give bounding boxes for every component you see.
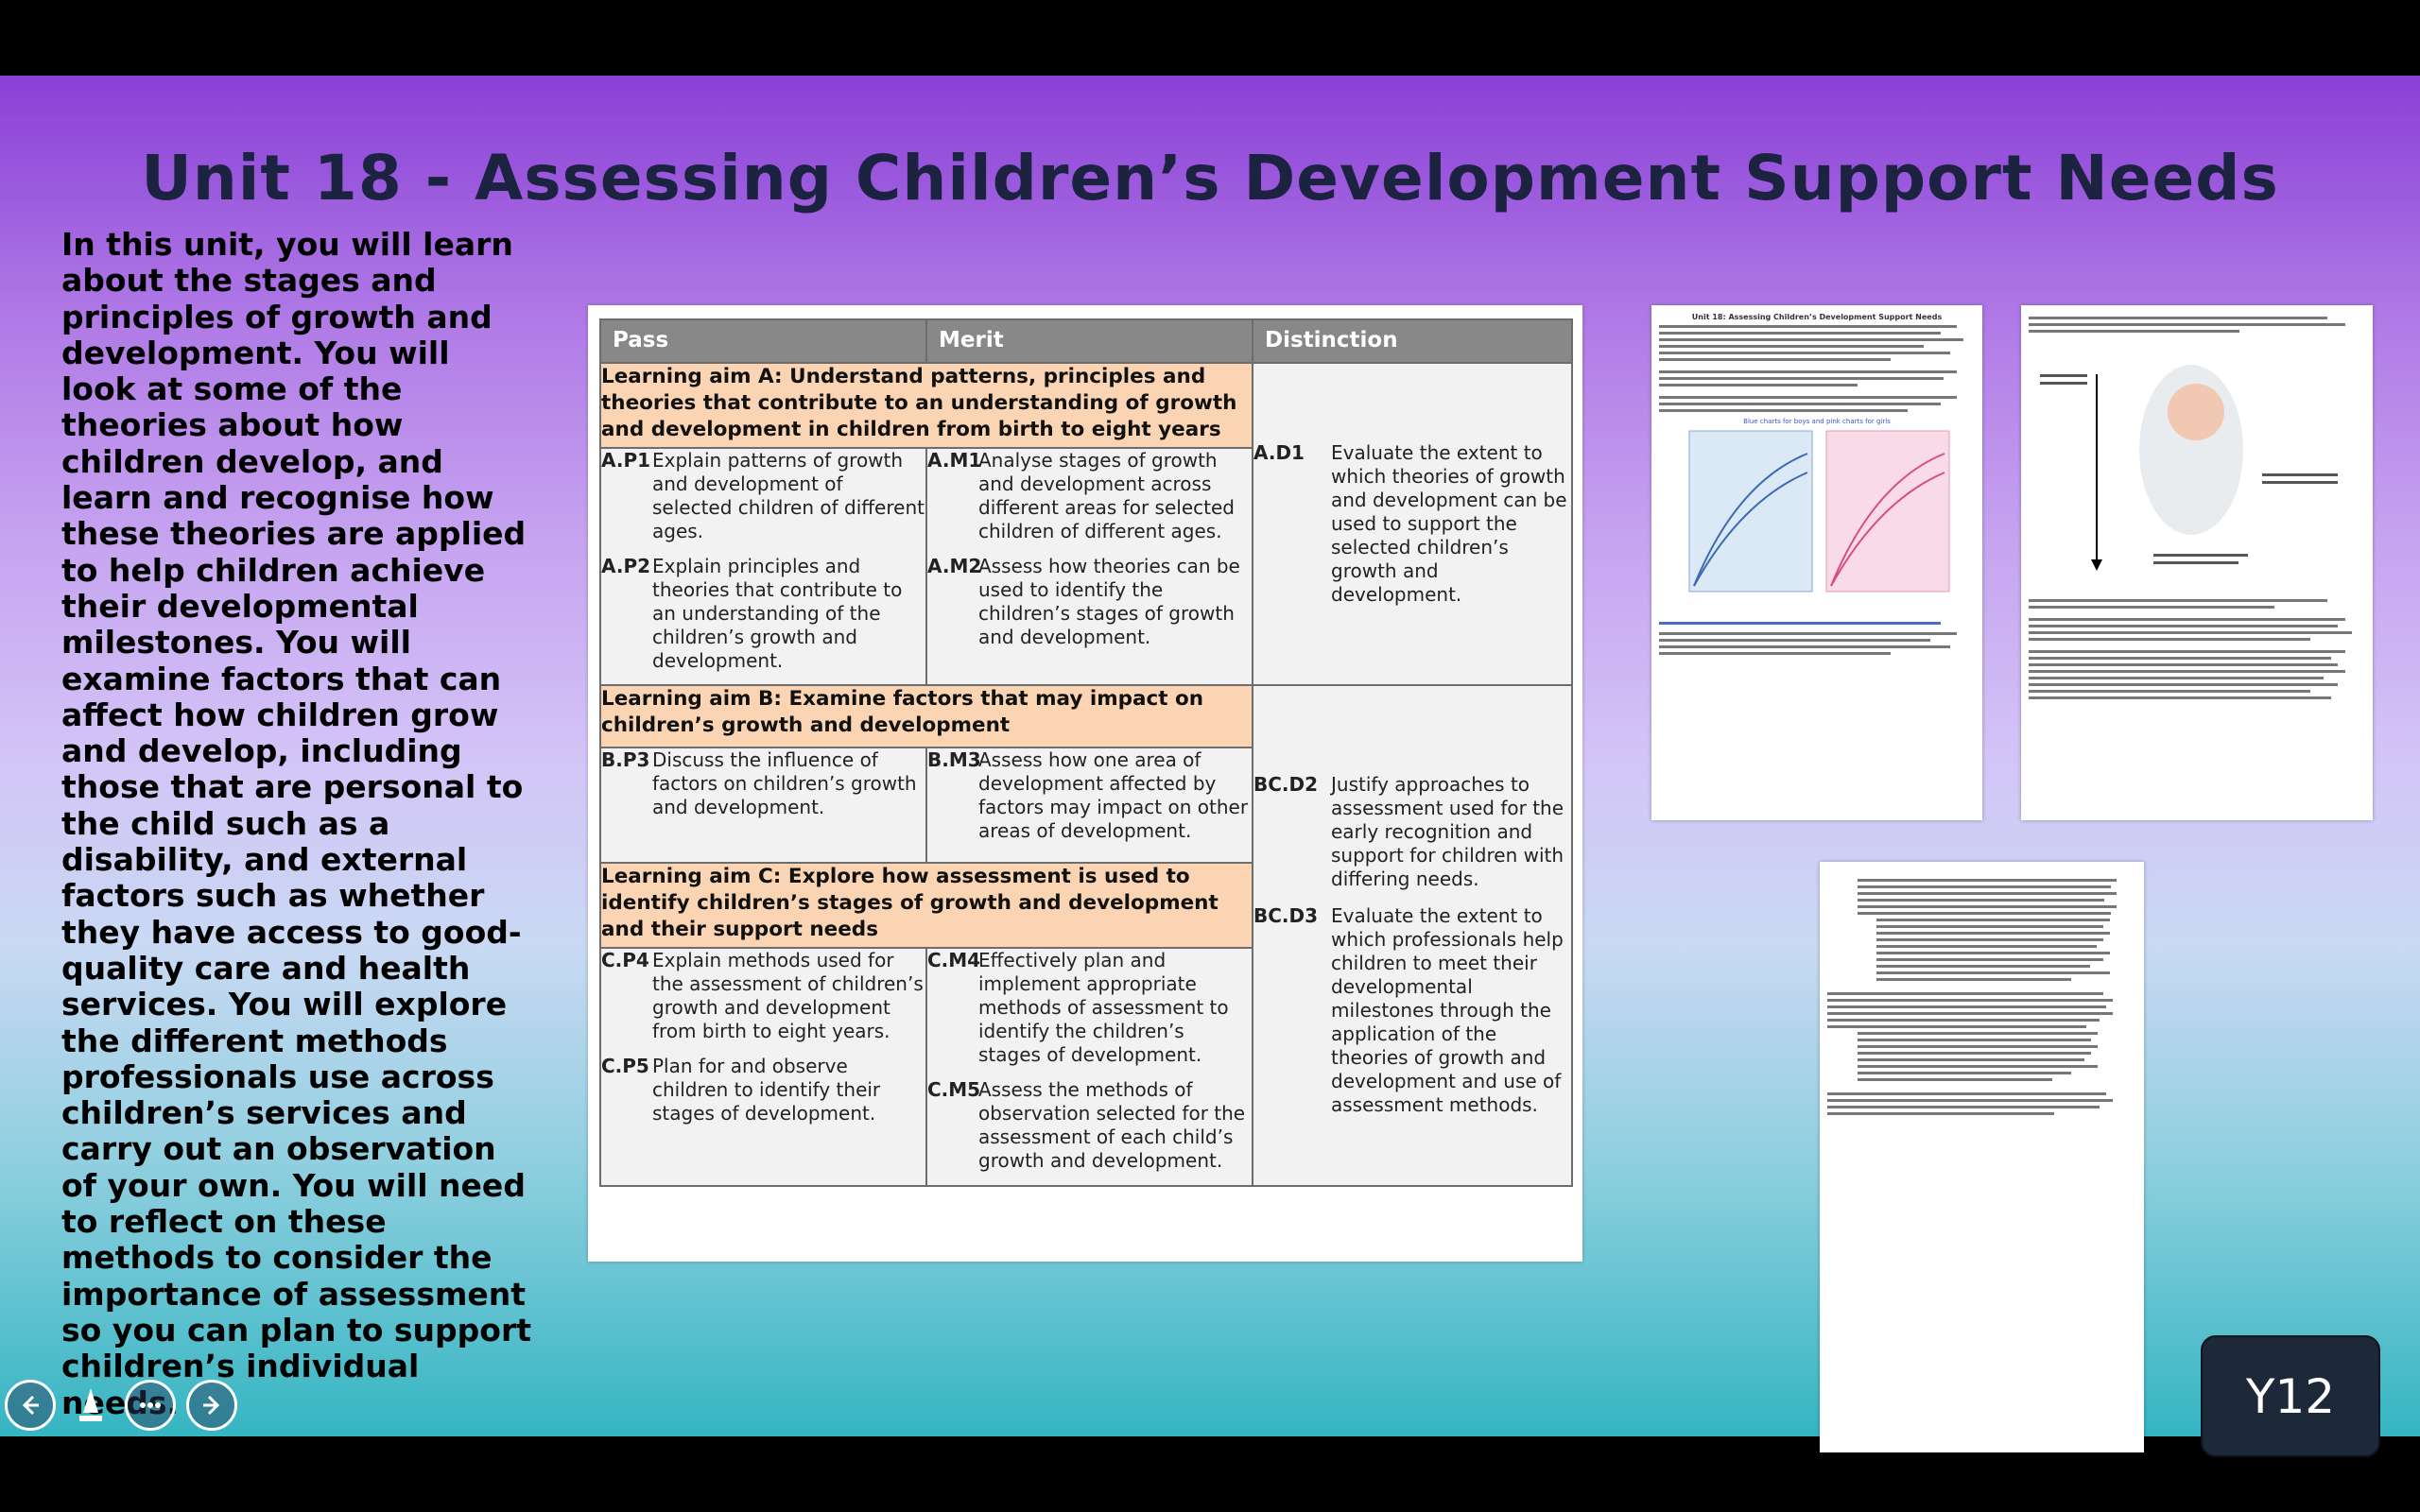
criterion-text: Effectively plan and implement appropria…	[978, 949, 1229, 1066]
criterion-code: C.M4	[927, 949, 981, 971]
criterion-text: Evaluate the extent to which professiona…	[1331, 904, 1564, 1116]
arrow-left-icon	[22, 1395, 39, 1416]
learning-aim-b: Learning aim B: Examine factors that may…	[599, 684, 1253, 748]
criterion-text: Assess the methods of observation select…	[978, 1078, 1246, 1172]
criterion-text: Assess how one area of development affec…	[978, 748, 1249, 842]
header-merit: Merit	[925, 318, 1253, 364]
criterion-code: A.D1	[1253, 441, 1305, 464]
pen-tool-button[interactable]	[65, 1380, 116, 1431]
criterion-code: B.P3	[601, 748, 650, 771]
growth-charts-image	[1688, 430, 1950, 593]
criterion-text: Assess how theories can be used to ident…	[978, 555, 1240, 648]
learning-aim-c: Learning aim C: Explore how assessment i…	[599, 862, 1253, 949]
previous-slide-button[interactable]	[5, 1380, 56, 1431]
distinction-bc: BC.D2 Justify approaches to assessment u…	[1252, 684, 1573, 1187]
criterion-code: BC.D3	[1253, 904, 1319, 927]
intro-text: In this unit, you will learn about the s…	[61, 226, 531, 1421]
criterion-code: A.M2	[927, 555, 982, 577]
criterion-code: A.M1	[927, 449, 982, 472]
criterion-text: Explain principles and theories that con…	[652, 555, 903, 672]
next-slide-button[interactable]	[186, 1380, 237, 1431]
criterion-text: Evaluate the extent to which theories of…	[1331, 441, 1567, 606]
grading-table-image: Pass Merit Distinction Learning aim A: U…	[588, 305, 1582, 1262]
criterion-code: A.P1	[601, 449, 651, 472]
chart-caption: Blue charts for boys and pink charts for…	[1743, 418, 1891, 425]
more-options-button[interactable]	[125, 1380, 176, 1431]
baby-photo-diagram	[2040, 365, 2338, 571]
header-pass: Pass	[599, 318, 927, 364]
document-thumbnail-2	[2021, 305, 2373, 820]
document-thumbnail-3	[1820, 862, 2144, 1452]
criterion-text: Discuss the influence of factors on chil…	[652, 748, 917, 818]
arrow-right-icon	[203, 1395, 220, 1416]
criterion-code: C.P4	[601, 949, 649, 971]
criterion-text: Plan for and observe children to identif…	[652, 1055, 881, 1125]
document-title: Unit 18: Assessing Children’s Developmen…	[1691, 313, 1943, 321]
criterion-code: A.P2	[601, 555, 651, 577]
criterion-code: B.M3	[927, 748, 981, 771]
distinction-a: A.D1 Evaluate the extent to which theori…	[1252, 362, 1573, 686]
grading-criteria-table: Pass Merit Distinction Learning aim A: U…	[599, 318, 1573, 1187]
criterion-code: C.P5	[601, 1055, 649, 1077]
criterion-code: BC.D2	[1253, 773, 1319, 796]
criterion-text: Explain patterns of growth and developme…	[652, 449, 925, 542]
learning-aim-a: Learning aim A: Understand patterns, pri…	[599, 362, 1253, 449]
criterion-code: C.M5	[927, 1078, 981, 1101]
criterion-text: Analyse stages of growth and development…	[978, 449, 1235, 542]
pen-icon	[79, 1388, 102, 1421]
criterion-text: Explain methods used for the assessment …	[652, 949, 924, 1042]
slide-title: Unit 18 - Assessing Children’s Developme…	[141, 142, 2279, 215]
slide: Unit 18 - Assessing Children’s Developme…	[0, 76, 2420, 1457]
criterion-text: Justify approaches to assessment used fo…	[1331, 773, 1564, 890]
more-icon	[140, 1402, 161, 1408]
year-badge: Y12	[2201, 1335, 2380, 1457]
header-distinction: Distinction	[1252, 318, 1573, 364]
document-thumbnail-1: Unit 18: Assessing Children’s Developmen…	[1651, 305, 1982, 820]
